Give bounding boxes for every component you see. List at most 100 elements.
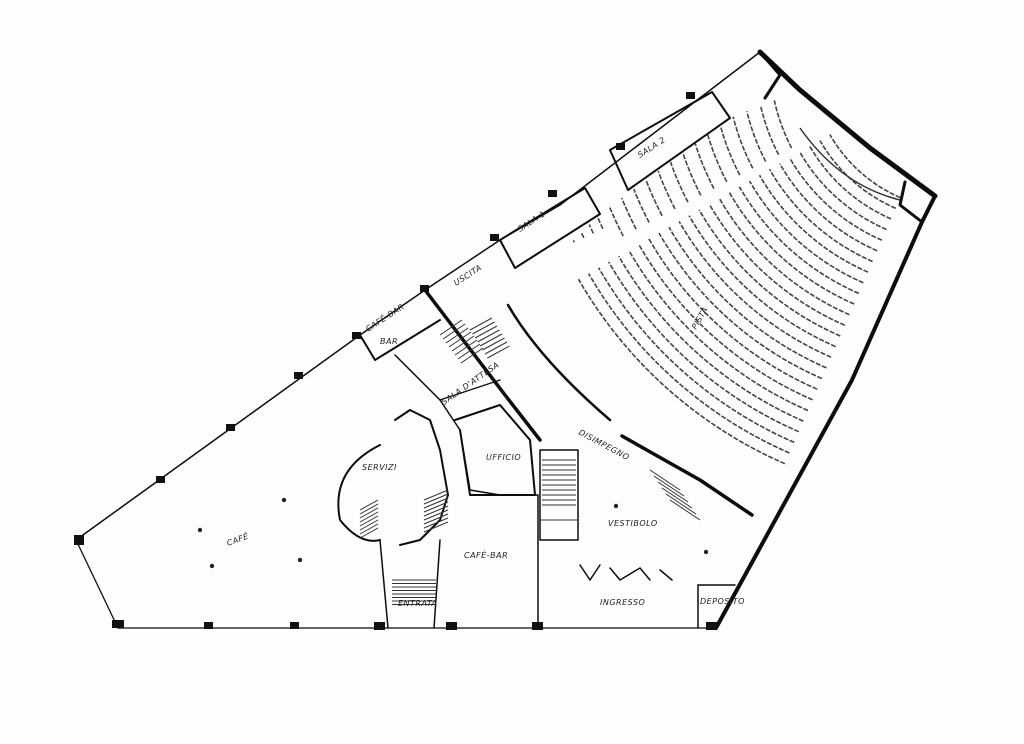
seat-row xyxy=(628,249,809,412)
stair-step xyxy=(359,519,379,531)
seat-row xyxy=(799,151,887,231)
seat-row xyxy=(738,186,860,295)
auditorium-walls xyxy=(423,288,754,517)
pier xyxy=(290,622,299,629)
seat-row xyxy=(625,100,663,217)
label-deposito: DEPOSITO xyxy=(700,597,745,606)
stair-step xyxy=(423,501,449,513)
east-wall xyxy=(714,194,937,630)
stair-step xyxy=(469,317,493,331)
seat-row xyxy=(525,112,566,248)
stair-step xyxy=(423,509,449,521)
auditorium-side-stair xyxy=(649,469,701,521)
pier xyxy=(548,190,557,197)
stair-step xyxy=(477,329,500,343)
column xyxy=(613,503,619,509)
seat-row xyxy=(718,197,850,316)
label-ufficio: UFFICIO xyxy=(486,453,521,462)
seat-row xyxy=(638,244,813,401)
ufficio-room xyxy=(454,404,536,496)
stair-step xyxy=(445,327,469,344)
auditorium-west-wall xyxy=(423,288,542,442)
door xyxy=(659,569,673,581)
label-sala-1: SALA 1 xyxy=(516,209,547,233)
service-stair xyxy=(539,449,579,541)
label-entrata: ENTRATA xyxy=(398,599,438,608)
pier xyxy=(490,234,499,241)
column xyxy=(281,497,287,503)
seat-row xyxy=(789,157,883,241)
seat-row xyxy=(779,163,878,252)
seat-row xyxy=(556,109,595,234)
cafe-east-wall xyxy=(469,494,539,629)
seat-row xyxy=(741,90,767,162)
stair-step xyxy=(657,481,689,503)
auditorium-south-wall xyxy=(620,434,754,517)
seat-row xyxy=(508,115,547,257)
seat-row xyxy=(698,209,841,337)
stair-step xyxy=(448,331,472,348)
label-cafe-bar-ground: CAFÉ-BAR xyxy=(464,549,508,560)
seating-main xyxy=(577,134,901,465)
pier xyxy=(204,622,213,629)
label-disimpegno: DISIMPEGNO xyxy=(577,428,631,462)
column xyxy=(209,563,215,569)
stair-step xyxy=(439,319,463,336)
stair-step xyxy=(661,487,693,509)
pier xyxy=(352,332,361,339)
label-uscita: USCITA xyxy=(452,263,483,288)
seat-row xyxy=(654,97,689,203)
stair-step xyxy=(482,337,505,351)
north-east-wall xyxy=(757,49,938,199)
seat-row xyxy=(728,192,855,305)
seat-row xyxy=(608,261,800,433)
stair-step xyxy=(454,339,478,356)
service-stair-box xyxy=(539,449,579,541)
seat-row xyxy=(758,174,869,273)
pier xyxy=(446,622,457,630)
column xyxy=(197,527,203,533)
door xyxy=(579,564,601,581)
seat-row xyxy=(829,134,901,199)
cafe-bar-room xyxy=(359,319,441,361)
label-pista: PISTA xyxy=(690,305,710,331)
seat-row xyxy=(678,221,832,358)
stair-step xyxy=(457,343,481,360)
seat-row xyxy=(582,106,624,237)
stair-step xyxy=(653,475,685,497)
entry-east-wall xyxy=(433,539,441,629)
seat-row xyxy=(688,215,837,348)
sala-1-room xyxy=(499,187,601,269)
stair-step xyxy=(665,493,697,515)
seat-row xyxy=(546,110,585,239)
seat-row xyxy=(648,238,818,390)
stair-step xyxy=(423,517,449,529)
north-west-wall xyxy=(75,51,761,541)
seat-row xyxy=(770,90,793,149)
seat-row xyxy=(587,273,790,454)
seat-row xyxy=(819,140,897,210)
stair-step xyxy=(451,335,475,352)
stair-step xyxy=(359,503,379,515)
label-cafe-bar: CAFÉ-BAR xyxy=(363,300,406,333)
west-wall xyxy=(75,539,119,629)
stair-step xyxy=(474,325,498,339)
seat-row xyxy=(611,102,650,223)
stair-step xyxy=(442,323,466,340)
stair-step xyxy=(359,499,379,511)
outer-walls xyxy=(75,49,938,630)
pier xyxy=(74,535,84,545)
vestibule-doors xyxy=(579,564,736,629)
seat-row xyxy=(508,119,518,270)
stair-step xyxy=(472,321,495,335)
column xyxy=(703,549,709,555)
stairs xyxy=(359,317,576,605)
seat-row xyxy=(577,278,786,465)
seat-row xyxy=(597,267,795,444)
label-servizi: SERVIZI xyxy=(362,463,397,472)
pier xyxy=(706,622,717,630)
seat-row xyxy=(708,203,846,327)
stair-step xyxy=(359,507,379,519)
stair-step xyxy=(423,497,449,509)
